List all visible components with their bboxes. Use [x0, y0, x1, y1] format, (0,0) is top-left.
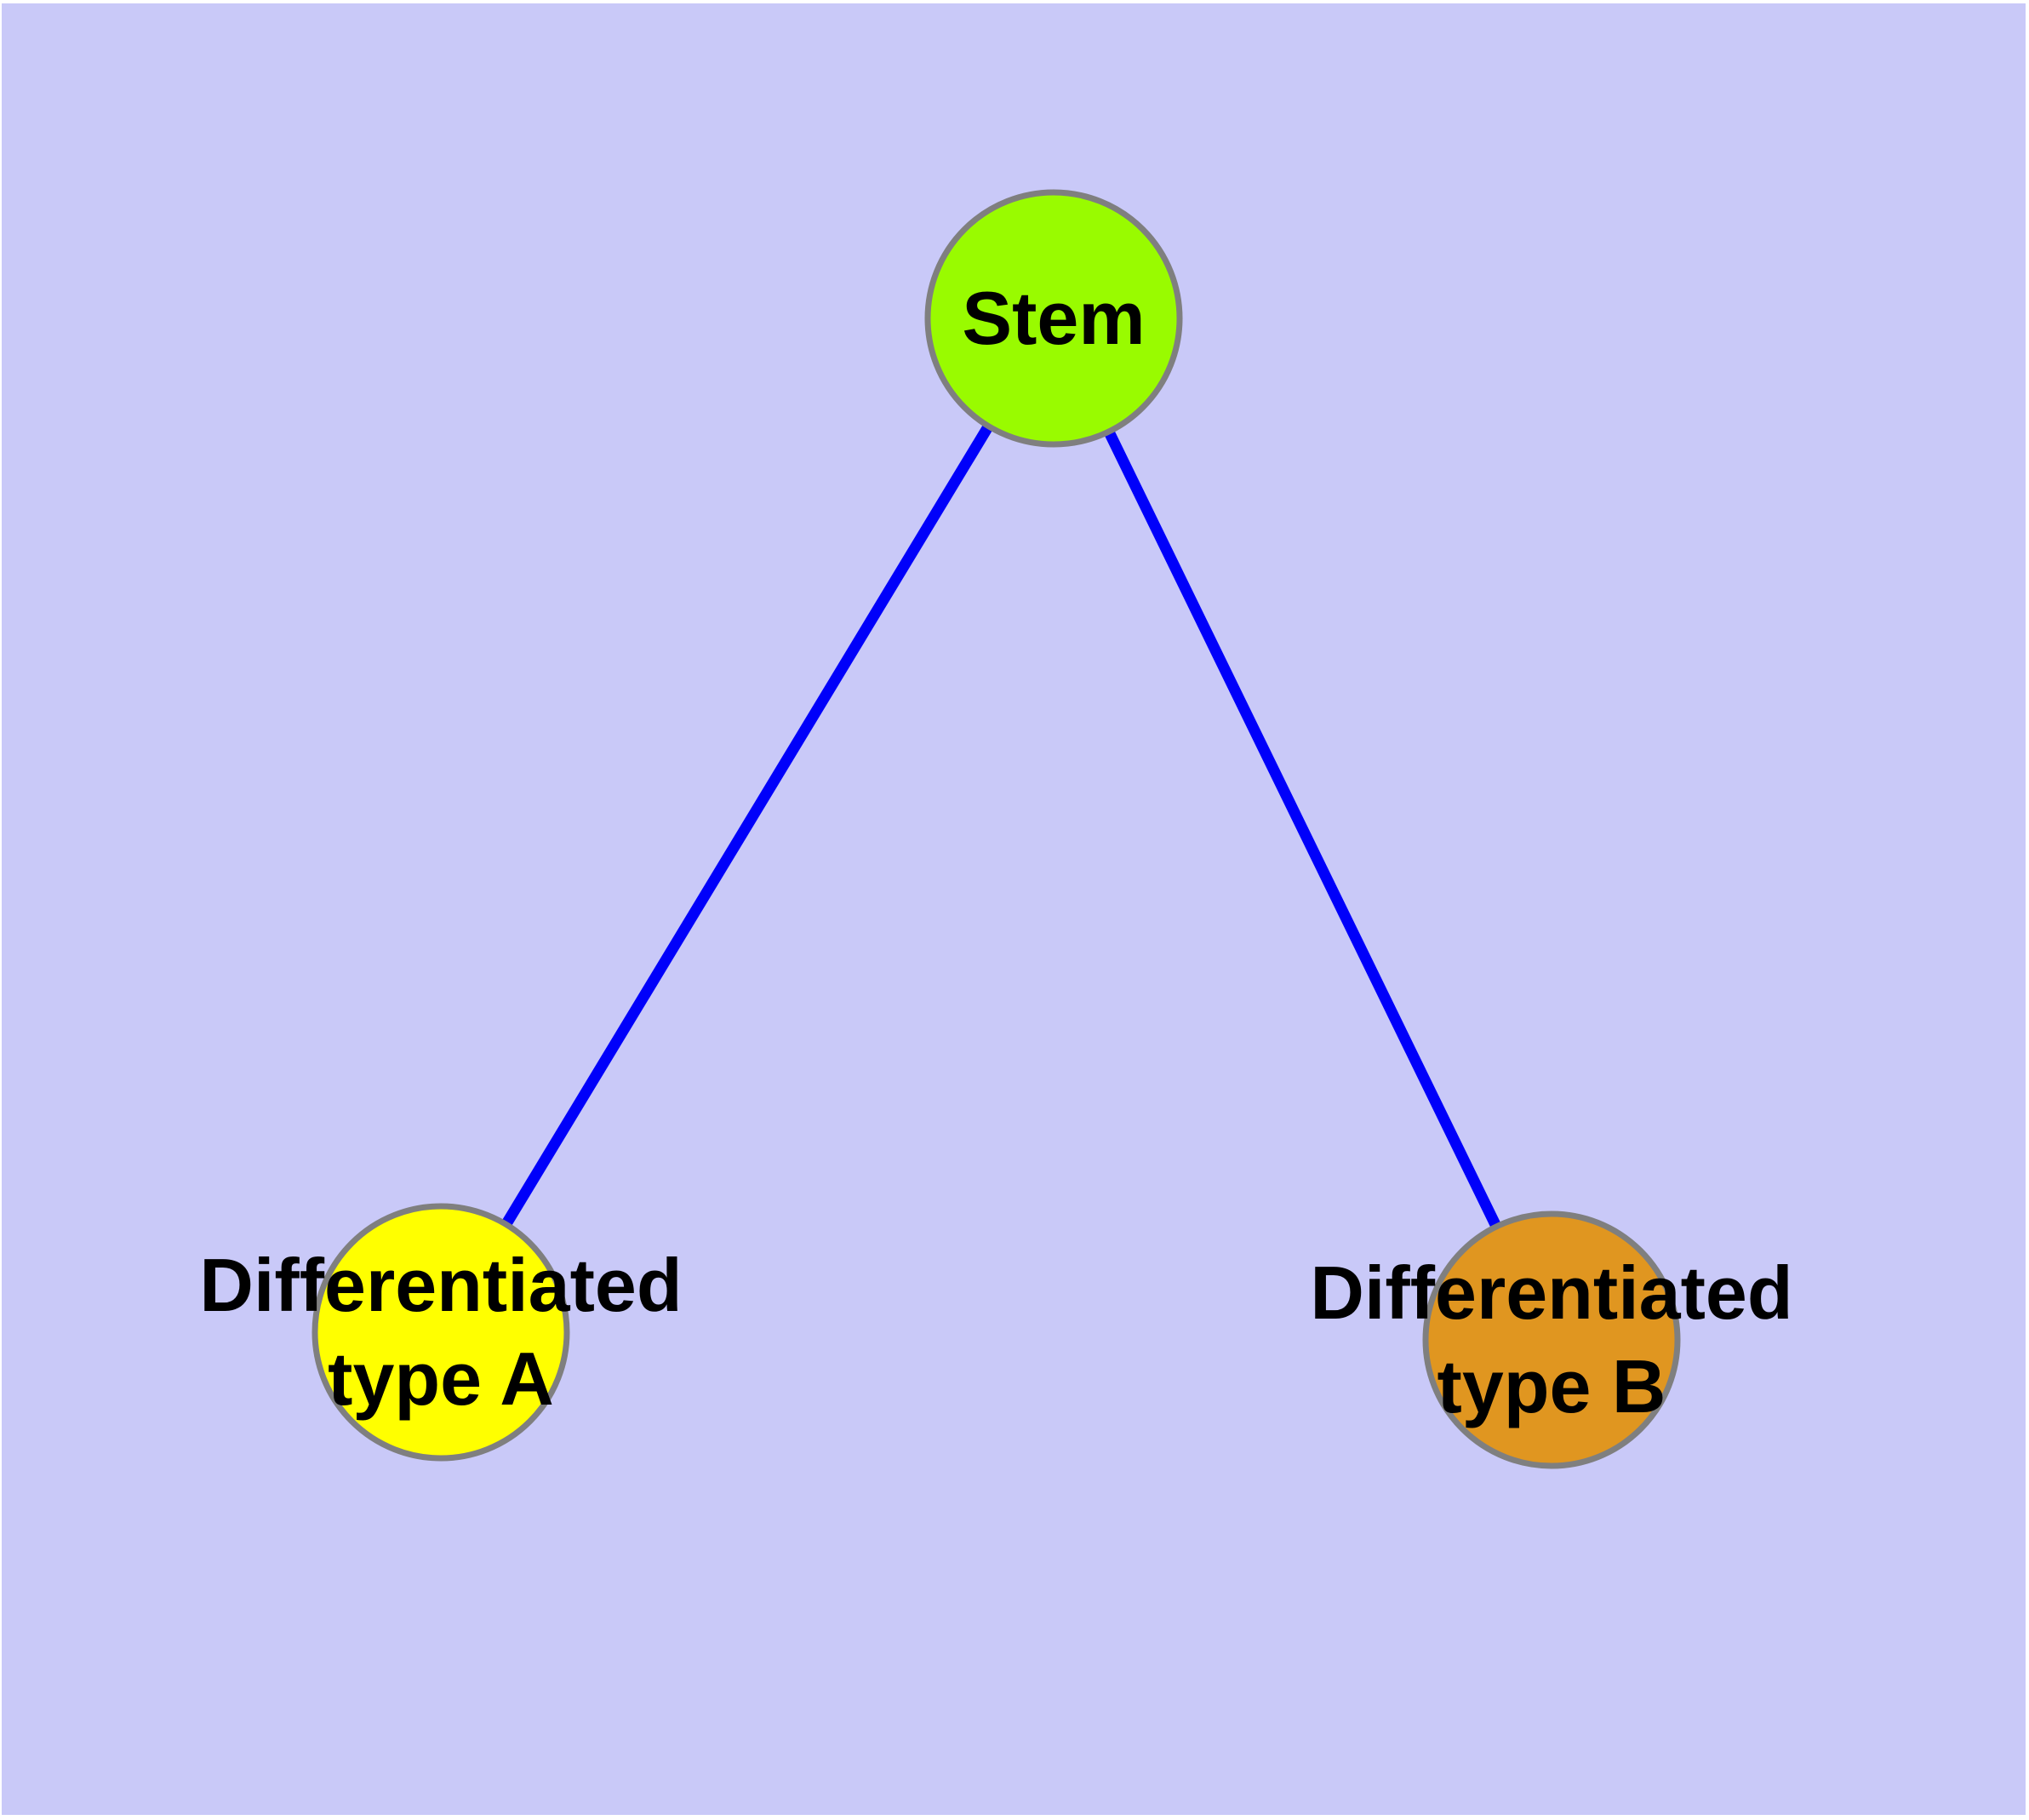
node-stem [924, 189, 1183, 448]
edge-stem-to-type-b [1049, 316, 1557, 1342]
node-differentiated-type-a [311, 1203, 570, 1462]
node-differentiated-type-b [1422, 1210, 1681, 1469]
edge-stem-to-type-a [436, 315, 1059, 1336]
